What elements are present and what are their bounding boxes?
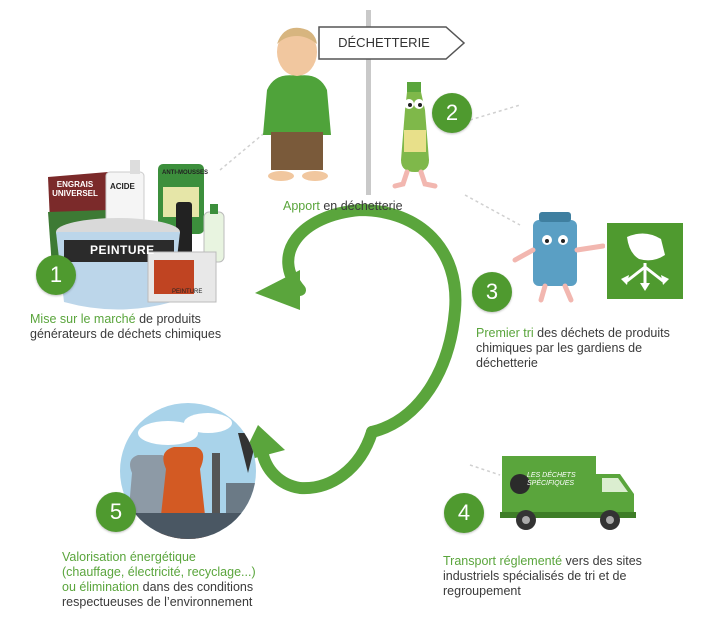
step-5-highlight-3: ou élimination (62, 580, 140, 594)
step-5-caption: Valorisation énergétique (chauffage, éle… (62, 550, 322, 610)
signpost-board (318, 26, 466, 60)
step-3-caption: Premier tri des déchets de produits chim… (476, 326, 706, 371)
step-5-text-4: respectueuses de l’environnement (62, 595, 253, 609)
truck-logo-text: LES DÉCHETS SPÉCIFIQUES (527, 472, 576, 487)
sweater (263, 75, 331, 135)
man-illustration (263, 10, 371, 195)
head (277, 28, 317, 76)
spray (176, 202, 192, 262)
acide-label: ACIDE (110, 182, 135, 191)
engrais-label: ENGRAIS UNIVERSEL (52, 180, 98, 198)
step-4-caption: Transport réglementé vers des sites indu… (443, 554, 683, 599)
connector-2-3b (464, 194, 521, 226)
step-2-badge: 2 (432, 93, 472, 133)
anti-mousse-label: ANTI-MOUSSES (162, 170, 209, 176)
foot-right (302, 171, 328, 181)
peinture-small-label: PEINTURE (172, 289, 203, 295)
step-4-text-3: regroupement (443, 584, 521, 598)
connector-2-3 (469, 104, 521, 121)
step-1-caption: Mise sur le marché de produits générateu… (30, 312, 260, 342)
step-3-badge: 3 (472, 272, 512, 312)
step-4-text-1: vers des sites (562, 554, 642, 568)
sorting-icon (607, 223, 683, 299)
container-body (533, 220, 577, 286)
container-character (512, 212, 605, 303)
step-3-text-2: chimiques par les gardiens de (476, 341, 643, 355)
bottle-character (392, 82, 438, 189)
step-1-text-1: de produits (135, 312, 201, 326)
step-5-highlight-2: (chauffage, électricité, recyclage...) (62, 565, 256, 579)
truck-illustration (500, 456, 636, 530)
step-1-badge: 1 (36, 255, 76, 295)
step-4-text-2: industriels spécialisés de tri et de (443, 569, 627, 583)
peinture-label: PEINTURE (90, 243, 155, 257)
trousers (271, 132, 323, 170)
connector-1-2 (219, 129, 269, 171)
step-2-highlight: Apport (283, 199, 320, 213)
hair (277, 27, 317, 44)
step-4-highlight: Transport réglementé (443, 554, 563, 568)
step-5-highlight-1: Valorisation énergétique (62, 550, 196, 564)
step-5-text-3: dans des conditions (139, 580, 254, 594)
connector-3-4 (469, 464, 501, 476)
step-1-text-2: générateurs de déchets chimiques (30, 327, 222, 341)
cycle-arrow-top (282, 203, 462, 438)
step-1-highlight: Mise sur le marché (30, 312, 136, 326)
step-3-text-3: déchetterie (476, 356, 538, 370)
power-plant-illustration (120, 403, 256, 539)
step-3-text-1: des déchets de produits (533, 326, 670, 340)
step-4-badge: 4 (444, 493, 484, 533)
signpost-label: DÉCHETTERIE (338, 35, 430, 50)
step-2-text-1: en déchetterie (319, 199, 403, 213)
foot-left (268, 171, 294, 181)
products-illustration (48, 160, 225, 310)
step-3-highlight: Premier tri (476, 326, 534, 340)
step-2-caption: Apport en déchetterie (283, 199, 453, 214)
cycle-arrow-bottom (256, 426, 378, 495)
chimney (212, 453, 220, 539)
sign-pole (366, 10, 371, 195)
step-5-badge: 5 (96, 492, 136, 532)
arrow-head-left (255, 270, 300, 310)
